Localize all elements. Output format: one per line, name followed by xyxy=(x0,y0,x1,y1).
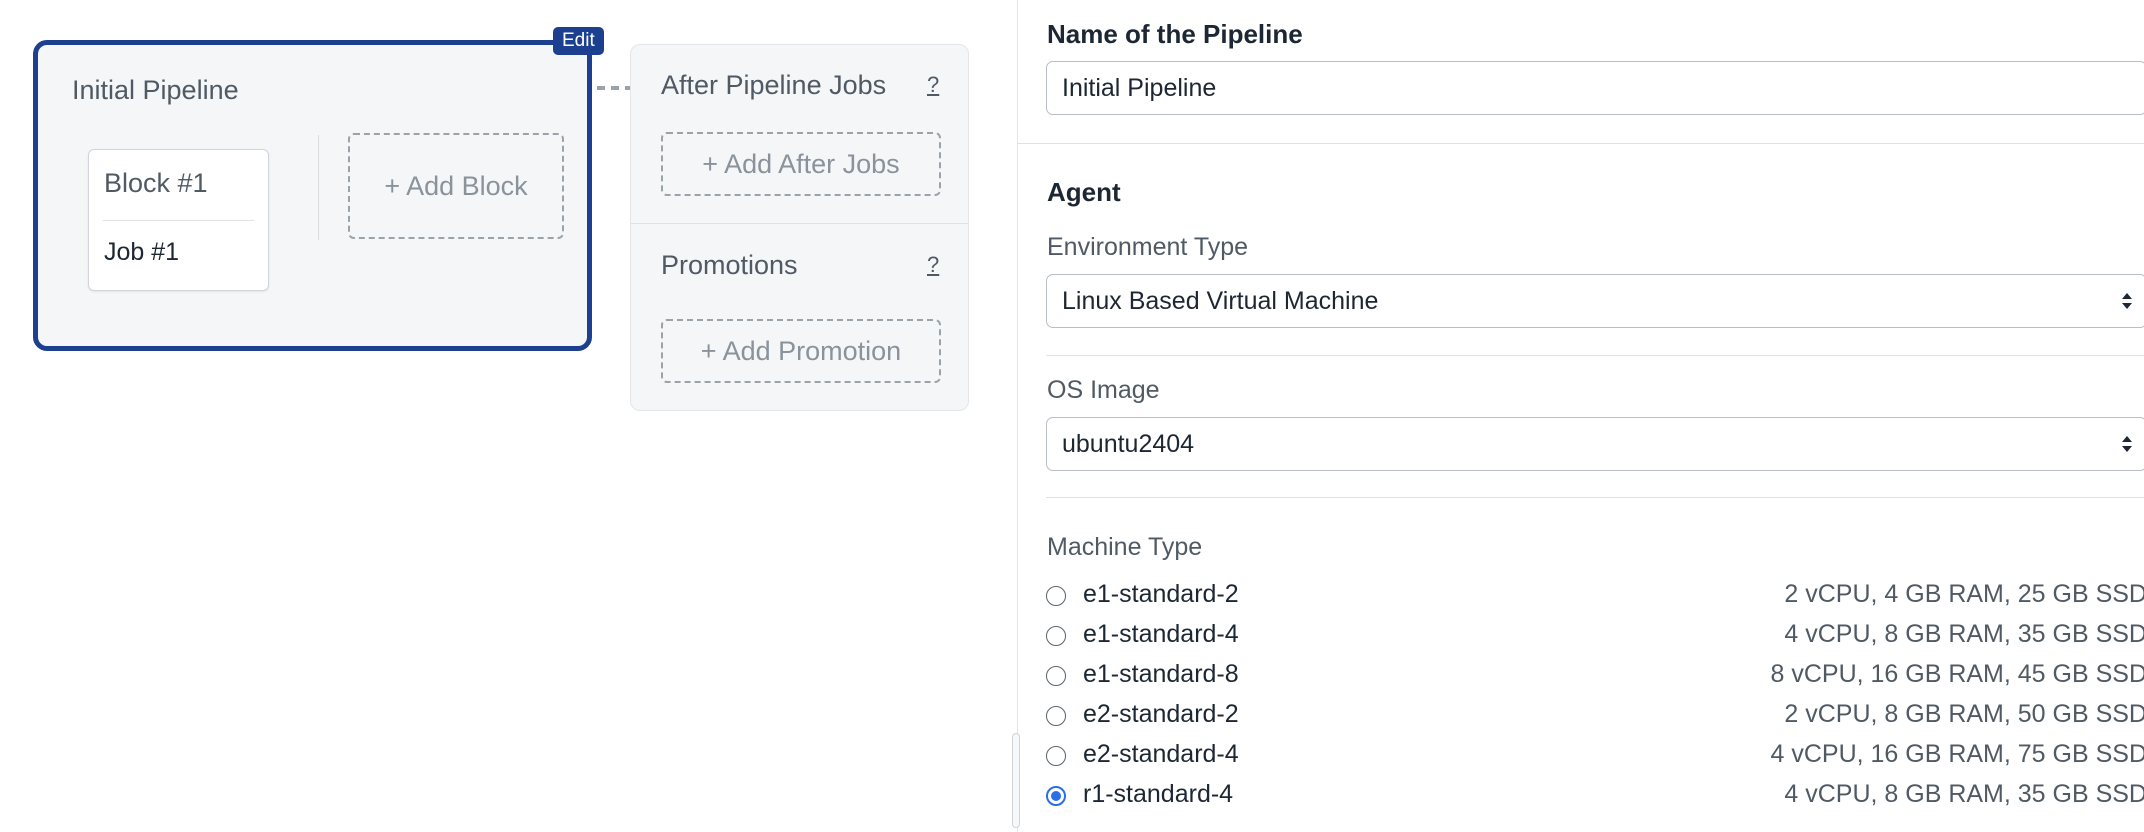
pipeline-title: Initial Pipeline xyxy=(72,75,239,105)
add-after-jobs-button[interactable]: + Add After Jobs xyxy=(661,132,941,196)
machine-radio[interactable] xyxy=(1046,786,1066,806)
machine-type-label: Machine Type xyxy=(1047,533,1203,561)
promotions-title: Promotions xyxy=(661,250,798,280)
environment-type-select[interactable]: Linux Based Virtual Machine xyxy=(1046,274,2144,328)
promotions-help-link[interactable]: ? xyxy=(927,252,940,277)
edit-badge[interactable]: Edit xyxy=(553,27,604,55)
block-title: Block #1 xyxy=(104,168,208,198)
machine-option[interactable]: e2-standard-2 2 vCPU, 8 GB RAM, 50 GB SS… xyxy=(1046,700,2144,740)
panel-divider-vertical xyxy=(1017,0,1018,832)
os-image-value: ubuntu2404 xyxy=(1062,430,1195,458)
machine-spec: 2 vCPU, 8 GB RAM, 50 GB SSD xyxy=(1784,700,2144,728)
environment-type-value: Linux Based Virtual Machine xyxy=(1062,287,1379,315)
field-divider xyxy=(1046,355,2144,356)
block-separator xyxy=(318,135,319,240)
pipeline-connector xyxy=(597,86,633,90)
workflow-canvas: Initial Pipeline Block #1 Job #1 + Add B… xyxy=(0,0,1018,832)
after-jobs-title: After Pipeline Jobs xyxy=(661,70,887,100)
os-image-label: OS Image xyxy=(1047,376,1160,404)
machine-name: e2-standard-4 xyxy=(1083,740,1239,768)
machine-radio[interactable] xyxy=(1046,706,1066,726)
after-pipeline-panel: After Pipeline Jobs ? + Add After Jobs P… xyxy=(630,44,969,411)
agent-heading: Agent xyxy=(1047,177,1121,207)
machine-option[interactable]: r1-standard-4 4 vCPU, 8 GB RAM, 35 GB SS… xyxy=(1046,780,2144,820)
machine-option[interactable]: e2-standard-4 4 vCPU, 16 GB RAM, 75 GB S… xyxy=(1046,740,2144,780)
machine-spec: 4 vCPU, 8 GB RAM, 35 GB SSD xyxy=(1784,780,2144,808)
panel-divider xyxy=(631,223,968,224)
machine-name: e1-standard-4 xyxy=(1083,620,1239,648)
machine-option[interactable]: e1-standard-8 8 vCPU, 16 GB RAM, 45 GB S… xyxy=(1046,660,2144,700)
machine-spec: 2 vCPU, 4 GB RAM, 25 GB SSD xyxy=(1784,580,2144,608)
field-divider xyxy=(1046,497,2144,498)
section-divider xyxy=(1018,143,2144,144)
machine-radio[interactable] xyxy=(1046,586,1066,606)
machine-option[interactable]: e1-standard-2 2 vCPU, 4 GB RAM, 25 GB SS… xyxy=(1046,580,2144,620)
machine-name: e1-standard-2 xyxy=(1083,580,1239,608)
select-arrows-icon xyxy=(2122,436,2132,452)
machine-name: r1-standard-4 xyxy=(1083,780,1234,808)
machine-spec: 4 vCPU, 8 GB RAM, 35 GB SSD xyxy=(1784,620,2144,648)
block-divider xyxy=(103,220,254,221)
block-card[interactable]: Block #1 Job #1 xyxy=(88,149,269,291)
pipeline-name-input[interactable] xyxy=(1046,61,2144,115)
machine-radio[interactable] xyxy=(1046,666,1066,686)
job-item[interactable]: Job #1 xyxy=(104,238,180,266)
pipeline-card[interactable]: Initial Pipeline Block #1 Job #1 + Add B… xyxy=(33,40,592,351)
machine-name: e1-standard-8 xyxy=(1083,660,1239,688)
pipeline-name-heading: Name of the Pipeline xyxy=(1047,19,1303,49)
pipeline-settings-panel: Name of the Pipeline Agent Environment T… xyxy=(1018,0,2144,832)
after-jobs-help-link[interactable]: ? xyxy=(927,72,940,97)
machine-spec: 4 vCPU, 16 GB RAM, 75 GB SSD xyxy=(1770,740,2144,768)
environment-type-label: Environment Type xyxy=(1047,233,1249,261)
scrollbar[interactable] xyxy=(1012,733,1020,828)
add-promotion-button[interactable]: + Add Promotion xyxy=(661,319,941,383)
machine-option[interactable]: e1-standard-4 4 vCPU, 8 GB RAM, 35 GB SS… xyxy=(1046,620,2144,660)
os-image-select[interactable]: ubuntu2404 xyxy=(1046,417,2144,471)
machine-radio[interactable] xyxy=(1046,626,1066,646)
select-arrows-icon xyxy=(2122,293,2132,309)
add-block-button[interactable]: + Add Block xyxy=(348,133,564,239)
machine-name: e2-standard-2 xyxy=(1083,700,1239,728)
machine-radio[interactable] xyxy=(1046,746,1066,766)
machine-spec: 8 vCPU, 16 GB RAM, 45 GB SSD xyxy=(1770,660,2144,688)
